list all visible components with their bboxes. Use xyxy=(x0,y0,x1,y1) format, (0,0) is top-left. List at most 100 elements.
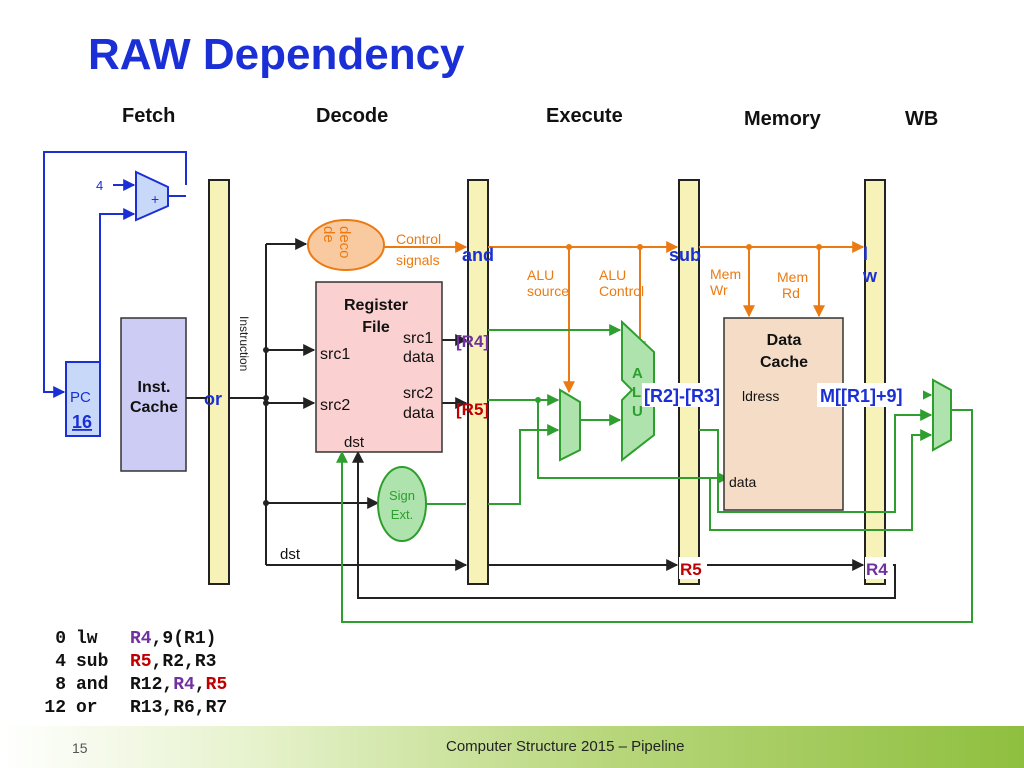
decoder-text-1: deco xyxy=(336,226,353,259)
fd-pipe-register xyxy=(208,179,230,585)
fd-instruction: or xyxy=(204,389,222,409)
mw-dst-highlight xyxy=(865,557,893,579)
dst-port-label: dst xyxy=(344,434,365,451)
decode-junctions xyxy=(263,347,269,506)
src1-data-label-2: data xyxy=(403,349,434,366)
execute-junctions xyxy=(535,397,541,403)
mem-wr-label-1: Mem xyxy=(710,266,741,282)
control-junctions xyxy=(566,244,822,250)
src1-data-label-1: src1 xyxy=(403,330,433,347)
code-operand: ,9(R1) xyxy=(151,629,217,649)
code-opcode: sub xyxy=(76,652,109,672)
src2-port-label: src2 xyxy=(320,397,350,414)
pc-label: PC xyxy=(70,389,91,406)
sign-ext-label-1: Sign xyxy=(389,488,415,503)
code-operand: R5 xyxy=(205,675,228,695)
decoder xyxy=(307,219,385,271)
register-file xyxy=(315,281,443,453)
code-opcode: and xyxy=(76,675,109,695)
alu-letter-a: A xyxy=(632,365,643,382)
src2-data-label-1: src2 xyxy=(403,385,433,402)
alu-src-mux xyxy=(559,388,581,462)
em-result-highlight xyxy=(642,383,739,407)
de-pipe-register xyxy=(467,179,489,585)
data-cache-label-1: Data xyxy=(767,332,802,349)
sign-ext-label-2: Ext. xyxy=(391,507,413,522)
alu-control-label-1: ALU xyxy=(599,267,626,283)
code-opcode: or xyxy=(76,698,98,718)
inst-cache xyxy=(120,317,187,472)
control-signals-label-1: Control xyxy=(396,231,441,247)
mem-rd-label-1: Mem xyxy=(777,269,808,285)
stage-fetch: Fetch xyxy=(122,105,176,127)
slide-title: RAW Dependency xyxy=(88,30,465,79)
data-cache xyxy=(723,317,844,511)
footer-text: Computer Structure 2015 – Pipeline xyxy=(446,738,685,755)
fetch-wires xyxy=(43,151,187,398)
data-cache-data-label: data xyxy=(729,474,756,490)
footer: 15 Computer Structure 2015 – Pipeline xyxy=(0,726,1024,768)
data-cache-address-label: ldress xyxy=(742,388,779,404)
code-operand: R13,R6,R7 xyxy=(130,698,228,718)
code-operand: R12, xyxy=(130,675,174,695)
control-signals-label-2: signals xyxy=(396,252,440,268)
stage-wb: WB xyxy=(905,108,939,130)
em-dst: R5 xyxy=(680,560,702,579)
stage-decode: Decode xyxy=(316,105,389,127)
mem-wr-label-2: Wr xyxy=(710,282,728,298)
pc-adder xyxy=(135,170,169,222)
code-address: 8 xyxy=(55,675,66,695)
mw-instruction-2: w xyxy=(862,266,878,286)
de-instruction: and xyxy=(462,245,494,265)
src1-port-label: src1 xyxy=(320,346,350,363)
instruction-label: Instruction xyxy=(237,316,251,371)
mw-instruction-1: l xyxy=(863,244,868,264)
mw-result-highlight xyxy=(817,383,923,407)
alu-letter-u: U xyxy=(632,403,643,420)
code-line: 8 and R12,R4,R5 xyxy=(20,674,227,697)
sign-ext xyxy=(377,466,427,542)
de-val1: [R4] xyxy=(456,332,489,351)
pipeline-diagram: 4 + PC 16 Inst. Cache or Instruction dec… xyxy=(43,151,973,623)
code-opcode: lw xyxy=(76,629,98,649)
stage-execute: Execute xyxy=(546,105,623,127)
alu xyxy=(621,319,655,463)
code-line: 4 sub R5,R2,R3 xyxy=(20,651,227,674)
register-file-label-1: Register xyxy=(344,297,408,314)
em-pipe-register xyxy=(678,179,700,585)
code-operand: R4 xyxy=(130,629,152,649)
src2-data-label-2: data xyxy=(403,405,434,422)
adder-op-label: + xyxy=(151,191,159,207)
code-address: 4 xyxy=(55,652,66,672)
pc-register xyxy=(65,361,101,437)
alu-letter-l: L xyxy=(632,384,641,401)
pc-value: 16 xyxy=(72,412,92,432)
de-val2: [R5] xyxy=(456,400,489,419)
execute-wires xyxy=(336,324,973,623)
decoder-text-2: de xyxy=(320,226,337,243)
alu-source-label-1: ALU xyxy=(527,267,554,283)
code-operand: ,R2,R3 xyxy=(151,652,217,672)
mw-pipe-register xyxy=(864,179,886,585)
inst-cache-label-2: Cache xyxy=(130,399,178,416)
alu-source-label-2: source xyxy=(527,283,569,299)
code-operand: R5 xyxy=(130,652,152,672)
mem-rd-label-2: Rd xyxy=(782,285,800,301)
code-operand: R4 xyxy=(173,675,195,695)
mw-dst: R4 xyxy=(866,560,888,579)
em-dst-highlight xyxy=(679,557,707,579)
em-result: [R2]-[R3] xyxy=(644,386,720,406)
control-wires xyxy=(384,241,865,394)
adder-const-label: 4 xyxy=(96,178,103,193)
register-file-label-2: File xyxy=(362,319,390,336)
stage-memory: Memory xyxy=(744,108,821,130)
code-line: 0 lw R4,9(R1) xyxy=(20,628,227,651)
page-number: 15 xyxy=(72,740,88,756)
wb-mux xyxy=(932,378,952,452)
code-operand: , xyxy=(194,675,206,695)
code-address: 0 xyxy=(55,629,66,649)
inst-cache-label-1: Inst. xyxy=(138,379,171,396)
alu-control-label-2: Control xyxy=(599,283,644,299)
